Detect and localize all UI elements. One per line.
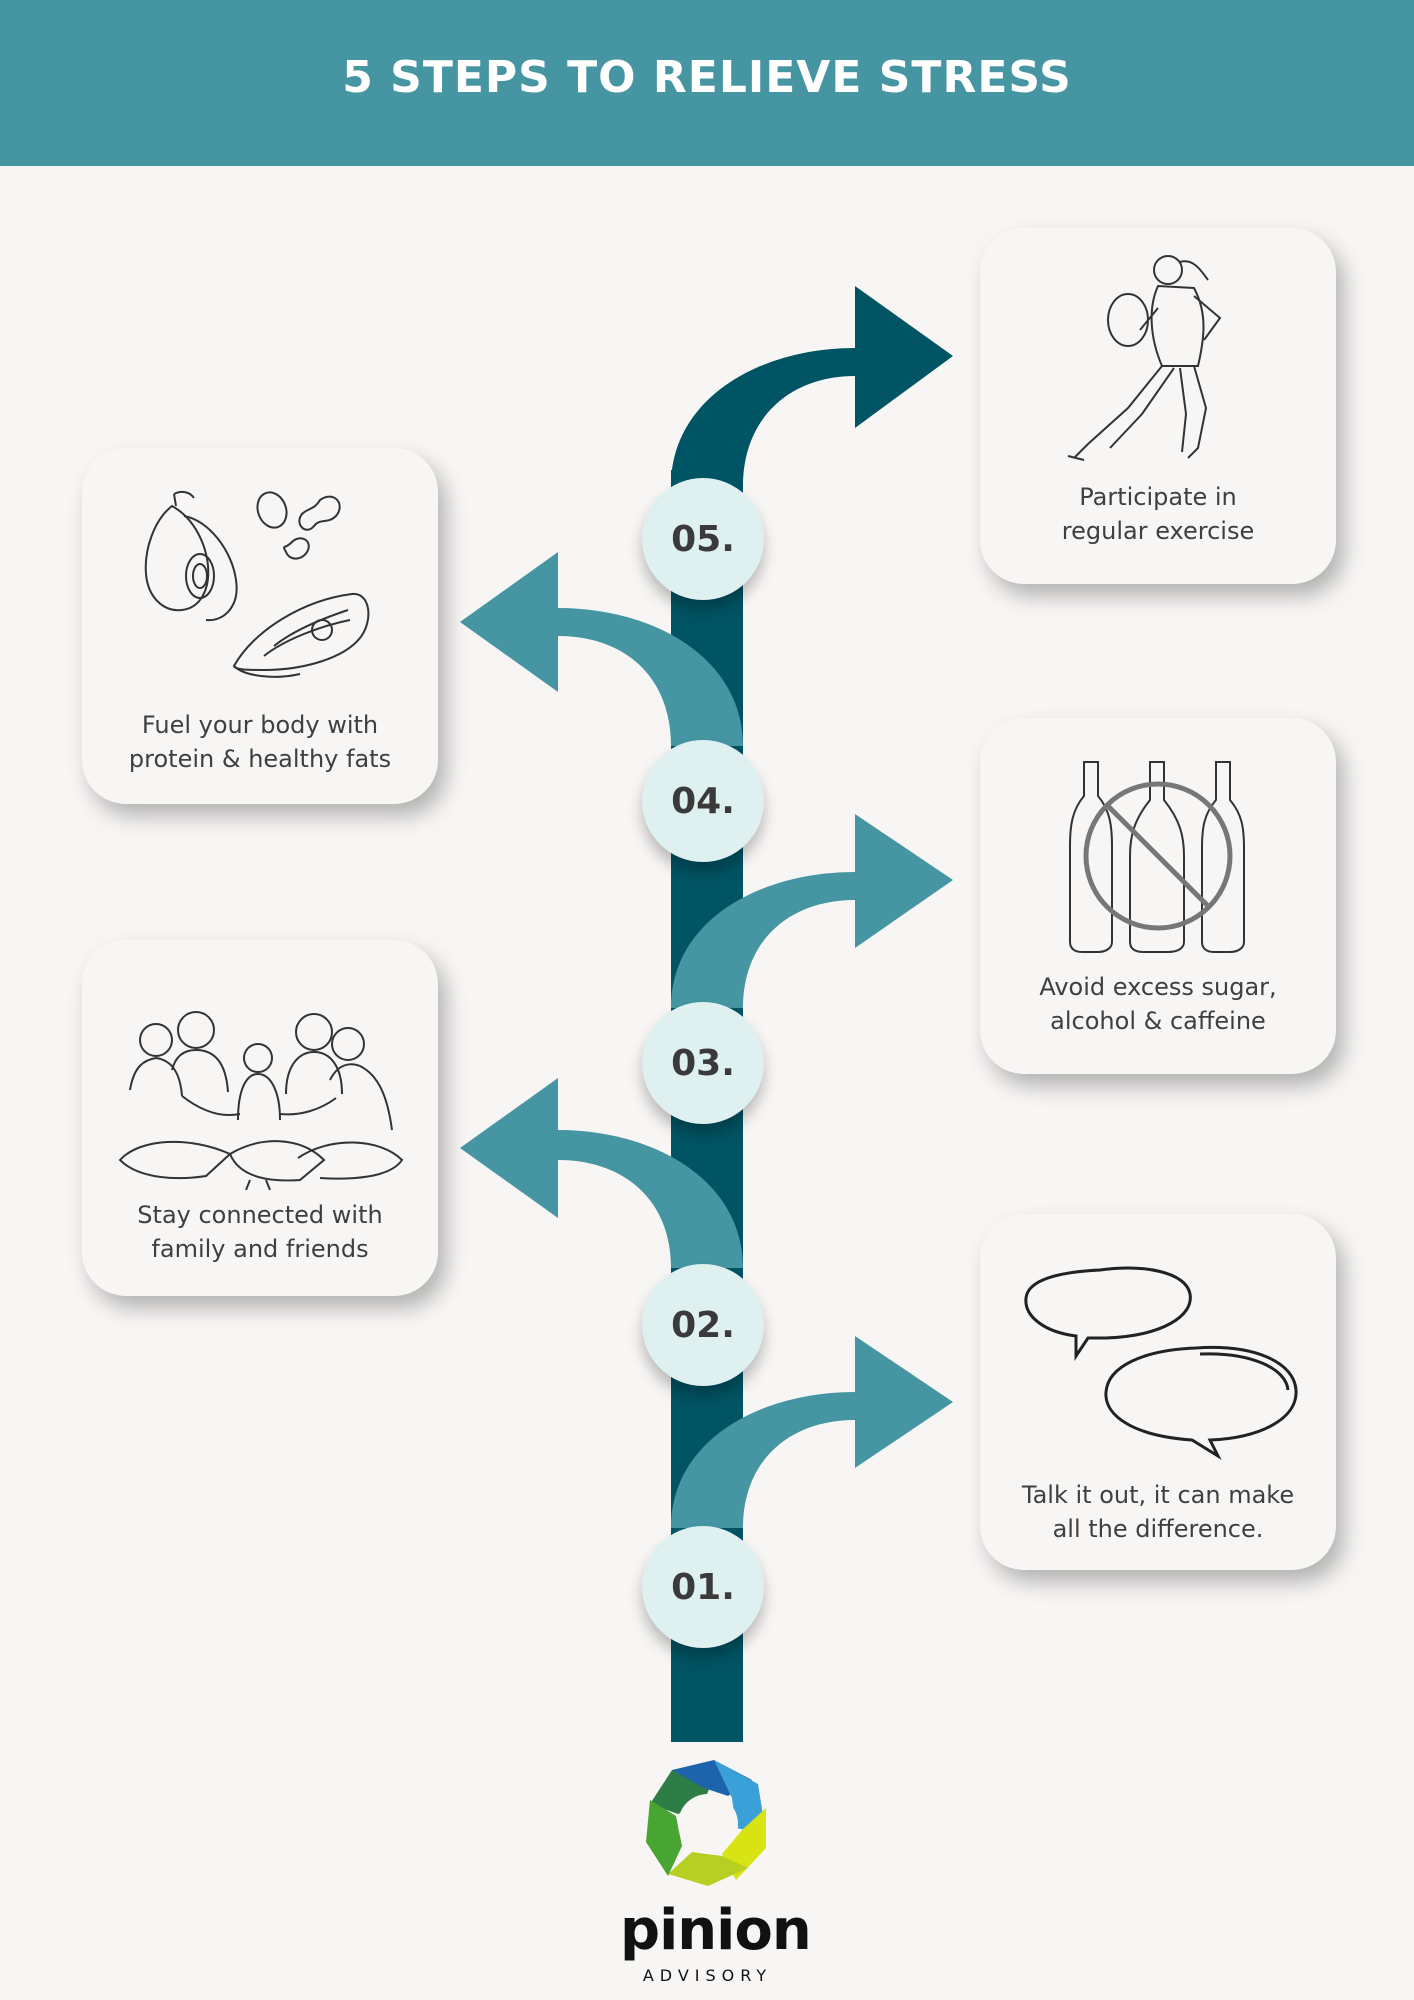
step-badge-01: 01. <box>642 1526 764 1648</box>
speech-bubbles-icon <box>1024 1266 1298 1460</box>
logo-subtitle: ADVISORY <box>642 1966 773 1985</box>
step-number: 05. <box>671 518 735 560</box>
arrow-step-03 <box>671 814 953 1008</box>
step-card-01: Talk it out, it can make all the differe… <box>980 1214 1336 1570</box>
arrow-step-05 <box>671 286 953 486</box>
step-label: Participate in regular exercise <box>1061 483 1255 545</box>
logo-wordmark: pinion <box>620 1898 812 1963</box>
runner-icon <box>1067 255 1222 461</box>
step-card-02: Stay connected with family and friends <box>82 940 438 1296</box>
step-card-03: Avoid excess sugar, alcohol & caffeine <box>980 718 1336 1074</box>
healthy-food-icon <box>144 490 370 678</box>
step-label: Fuel your body with protein & healthy fa… <box>128 711 392 773</box>
step-number: 01. <box>671 1566 735 1608</box>
arrow-step-01 <box>671 1336 953 1528</box>
step-badge-02: 02. <box>642 1264 764 1386</box>
step-card-04: Fuel your body with protein & healthy fa… <box>82 448 438 804</box>
arrow-step-04 <box>460 552 743 746</box>
step-number: 03. <box>671 1042 735 1084</box>
step-number: 02. <box>671 1304 735 1346</box>
step-label: Stay connected with family and friends <box>137 1201 383 1263</box>
family-group-icon <box>118 1011 404 1190</box>
no-bottles-icon <box>1069 761 1245 953</box>
step-label: Avoid excess sugar, alcohol & caffeine <box>1039 973 1277 1035</box>
step-number: 04. <box>671 780 735 822</box>
page-title: 5 STEPS TO RELIEVE STRESS <box>342 52 1072 103</box>
step-card-05: Participate in regular exercise <box>980 228 1336 584</box>
step-badge-03: 03. <box>642 1002 764 1124</box>
arrow-step-02 <box>460 1078 743 1268</box>
step-badge-04: 04. <box>642 740 764 862</box>
step-label: Talk it out, it can make all the differe… <box>1021 1481 1295 1543</box>
step-badge-05: 05. <box>642 478 764 600</box>
page-header: 5 STEPS TO RELIEVE STRESS <box>0 0 1414 166</box>
pinion-logo-icon <box>646 1760 766 1886</box>
